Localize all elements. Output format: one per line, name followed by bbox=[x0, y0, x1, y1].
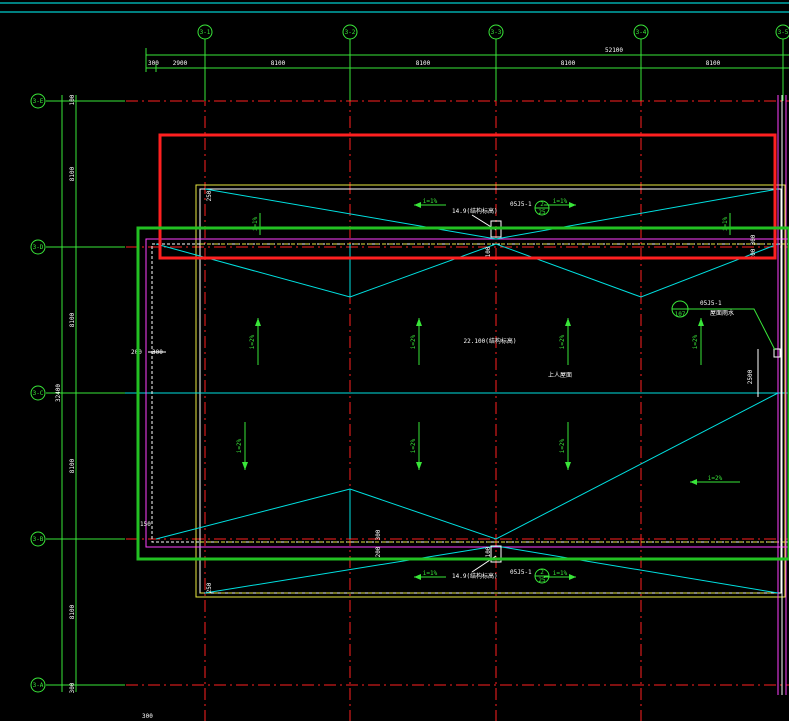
drainage-lines bbox=[155, 188, 779, 594]
dim-100-top-drain: 100 bbox=[485, 246, 492, 257]
dim-top-left: 300 bbox=[148, 60, 159, 67]
dim-100-bottom-drain: 100 bbox=[485, 546, 492, 557]
dim-top-first: 2900 bbox=[173, 60, 188, 67]
detail-num-top: 2 bbox=[540, 201, 544, 208]
highlight-box-red bbox=[158, 133, 777, 260]
side-detail-num: 107 bbox=[675, 311, 686, 318]
slope-label-6: i=2% bbox=[410, 438, 417, 453]
gutter-elevation-top: 14.9(结构标高) bbox=[452, 207, 498, 215]
gutter-elevation-bottom: 14.9(结构标高) bbox=[452, 572, 498, 580]
dim-total-top: 52100 bbox=[605, 47, 623, 54]
slope-label-14: i=1% bbox=[722, 216, 729, 231]
slope-label-1: i=2% bbox=[249, 334, 256, 349]
dim-left-top: 100 bbox=[69, 94, 76, 105]
dim-left-bay-3: 8100 bbox=[69, 458, 76, 473]
dim-left-bay-1: 8100 bbox=[69, 166, 76, 181]
grid-bubble-3-B: 3-B bbox=[33, 536, 44, 543]
grid-bubble-3-1: 3-1 bbox=[200, 29, 211, 36]
dim-150-left: 150 bbox=[140, 521, 151, 528]
roof-main-elevation: 22.100(结构标高) bbox=[464, 337, 517, 345]
row-bubbles: 3-E 3-D 3-C 3-B 3-A bbox=[30, 93, 46, 693]
dim-250-top-left: 250 bbox=[206, 190, 213, 201]
slope-arrowheads bbox=[242, 202, 704, 580]
dim-top-bay-2: 8100 bbox=[416, 60, 431, 67]
side-detail-note: 屋面雨水 bbox=[710, 309, 734, 317]
grid-bubble-3-4: 3-4 bbox=[636, 29, 647, 36]
slope-label-13: i=1% bbox=[252, 216, 259, 231]
grid-bubble-3-5: 3-5 bbox=[778, 29, 789, 36]
roof-outlines bbox=[145, 95, 789, 695]
detail-callout-top: 05J5-1 2 25 bbox=[510, 200, 550, 216]
roof-access-label: 上人屋面 bbox=[548, 371, 572, 379]
detail-callout-bottom: 05J5-1 2 25 bbox=[510, 568, 550, 584]
detail-page-bottom: 25 bbox=[538, 577, 546, 584]
dim-left-bay-2: 8100 bbox=[69, 312, 76, 327]
grid-axes bbox=[60, 50, 789, 721]
detail-page-top: 25 bbox=[538, 209, 546, 216]
dim-top-bay-4: 8100 bbox=[706, 60, 721, 67]
grid-bubble-3-E: 3-E bbox=[33, 98, 44, 105]
slope-label-12: i=2% bbox=[708, 475, 723, 482]
highlight-box-green bbox=[136, 226, 789, 561]
dim-top-bay-3: 8100 bbox=[561, 60, 576, 67]
grid-bubble-3-D: 3-D bbox=[33, 244, 44, 251]
dim-top-bay-1: 8100 bbox=[271, 60, 286, 67]
roof-drains bbox=[490, 220, 781, 563]
dim-left-total: 32400 bbox=[55, 384, 62, 402]
grid-bubble-3-3: 3-3 bbox=[491, 29, 502, 36]
side-detail-ref: 05J5-1 bbox=[700, 300, 722, 307]
dim-bottom-left: 300 bbox=[142, 713, 153, 720]
grid-bubble-3-2: 3-2 bbox=[345, 29, 356, 36]
dim-200-bottom: 200 bbox=[375, 546, 382, 557]
slope-label-5: i=2% bbox=[236, 438, 243, 453]
slope-label-2: i=2% bbox=[410, 334, 417, 349]
dim-2500-right: 2500 bbox=[747, 369, 754, 384]
top-dimensions bbox=[145, 48, 789, 72]
dim-250-bottom-left: 250 bbox=[206, 582, 213, 593]
slope-label-10: i=1% bbox=[423, 570, 438, 577]
column-bubbles: 3-1 3-2 3-3 3-4 3-5 bbox=[197, 24, 789, 40]
slope-label-3: i=2% bbox=[559, 334, 566, 349]
dim-300-right: 300 bbox=[750, 234, 757, 245]
dim-200-right: 200 bbox=[750, 248, 757, 259]
slope-label-4: i=2% bbox=[692, 334, 699, 349]
left-dimensions bbox=[58, 95, 80, 692]
grid-bubble-3-C: 3-C bbox=[33, 390, 44, 397]
detail-ref-bottom: 05J5-1 bbox=[510, 569, 532, 576]
detail-callout-side: 107 05J5-1 屋面雨水 bbox=[671, 300, 776, 351]
slope-label-11: i=1% bbox=[553, 570, 568, 577]
detail-num-bottom: 2 bbox=[540, 569, 544, 576]
dim-300-bottom: 300 bbox=[375, 529, 382, 540]
slope-label-7: i=2% bbox=[559, 438, 566, 453]
dim-left-bottom: 300 bbox=[69, 682, 76, 693]
slope-label-9: i=1% bbox=[553, 198, 568, 205]
dim-left-bay-4: 8100 bbox=[69, 604, 76, 619]
slope-arrows bbox=[244, 204, 740, 578]
slope-label-8: i=1% bbox=[423, 198, 438, 205]
grid-bubble-3-A: 3-A bbox=[33, 682, 44, 689]
detail-ref-top: 05J5-1 bbox=[510, 201, 532, 208]
